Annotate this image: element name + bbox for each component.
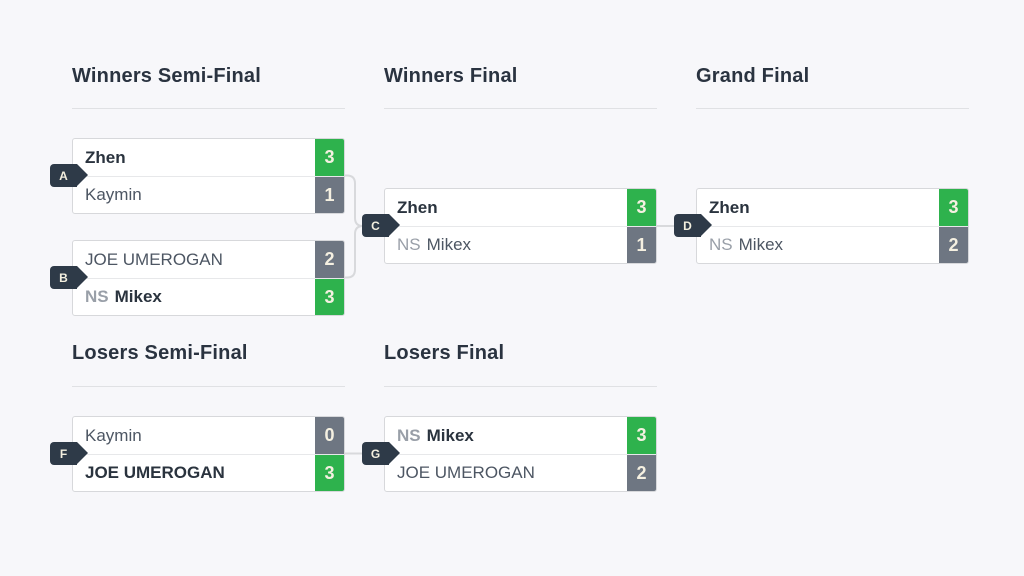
score-badge: 2	[315, 241, 344, 278]
match-c[interactable]: C Zhen 3 NS Mikex 1	[362, 188, 657, 264]
player-name-cell: Zhen	[697, 189, 939, 226]
player-name: JOE UMEROGAN	[397, 463, 535, 482]
score-badge: 3	[315, 279, 344, 315]
match-label: A	[59, 168, 68, 183]
heading-divider	[384, 386, 657, 387]
score-badge: 2	[939, 227, 968, 263]
team-prefix: NS	[709, 235, 733, 254]
player-name-cell: JOE UMEROGAN	[73, 241, 315, 278]
player-name: Kaymin	[85, 185, 142, 204]
round-title-grand-final: Grand Final	[696, 65, 810, 87]
match-b[interactable]: B JOE UMEROGAN 2 NS Mikex 3	[50, 240, 345, 316]
heading-divider	[72, 108, 345, 109]
match-label: F	[59, 446, 68, 461]
player-name-cell: Zhen	[385, 189, 627, 226]
player-name-cell: Zhen	[73, 139, 315, 176]
score-badge: 1	[627, 227, 656, 263]
match-label-tag: F	[50, 442, 88, 465]
player-name: Zhen	[85, 147, 126, 167]
score-badge: 3	[939, 189, 968, 226]
score-badge: 1	[315, 177, 344, 213]
round-title-losers-final: Losers Final	[384, 342, 505, 364]
player-row[interactable]: JOE UMEROGAN 2	[73, 241, 344, 278]
score-badge: 3	[315, 455, 344, 491]
match-d[interactable]: D Zhen 3 NS Mikex 2	[674, 188, 969, 264]
player-row[interactable]: Zhen 3	[385, 189, 656, 226]
match-label-tag: B	[50, 266, 88, 289]
round-title-winners-semi-final: Winners Semi-Final	[72, 65, 262, 87]
player-name-cell: NS Mikex	[73, 279, 315, 315]
match-card[interactable]: Kaymin 0 JOE UMEROGAN 3	[72, 416, 345, 492]
match-card[interactable]: Zhen 3 NS Mikex 1	[384, 188, 657, 264]
player-row[interactable]: Kaymin 0	[73, 417, 344, 454]
player-name: Mikex	[426, 425, 474, 445]
score-badge: 2	[627, 455, 656, 491]
score-badge: 0	[315, 417, 344, 454]
player-row[interactable]: JOE UMEROGAN 2	[385, 454, 656, 491]
team-prefix: NS	[397, 235, 421, 254]
match-a[interactable]: A Zhen 3 Kaymin 1	[50, 138, 345, 214]
match-label: G	[370, 446, 381, 461]
match-card[interactable]: Zhen 3 Kaymin 1	[72, 138, 345, 214]
match-card[interactable]: JOE UMEROGAN 2 NS Mikex 3	[72, 240, 345, 316]
score-badge: 3	[627, 189, 656, 226]
match-f[interactable]: F Kaymin 0 JOE UMEROGAN 3	[50, 416, 345, 492]
team-prefix: NS	[397, 425, 421, 445]
player-name: Mikex	[114, 287, 162, 306]
round-title-winners-final: Winners Final	[384, 65, 518, 87]
player-row[interactable]: Zhen 3	[697, 189, 968, 226]
match-label-tag: C	[362, 214, 400, 237]
player-name: JOE UMEROGAN	[85, 249, 223, 269]
player-row[interactable]: NS Mikex 3	[73, 278, 344, 315]
player-row[interactable]: Kaymin 1	[73, 176, 344, 213]
team-prefix: NS	[85, 287, 109, 306]
player-name: Zhen	[397, 197, 438, 217]
player-row[interactable]: JOE UMEROGAN 3	[73, 454, 344, 491]
player-name: Mikex	[738, 235, 784, 254]
score-badge: 3	[315, 139, 344, 176]
match-label: D	[683, 218, 692, 233]
match-label-tag: A	[50, 164, 88, 187]
player-name: JOE UMEROGAN	[85, 463, 225, 482]
player-name-cell: JOE UMEROGAN	[73, 455, 315, 491]
player-row[interactable]: Zhen 3	[73, 139, 344, 176]
heading-divider	[72, 386, 345, 387]
match-label-tag: G	[362, 442, 400, 465]
player-name: Mikex	[426, 235, 472, 254]
player-name: Kaymin	[85, 425, 142, 445]
round-title-losers-semi-final: Losers Semi-Final	[72, 342, 248, 364]
match-label: B	[59, 270, 68, 285]
heading-divider	[696, 108, 969, 109]
player-name-cell: NS Mikex	[697, 227, 939, 263]
player-name-cell: Kaymin	[73, 177, 315, 213]
player-row[interactable]: NS Mikex 2	[697, 226, 968, 263]
player-name-cell: JOE UMEROGAN	[385, 455, 627, 491]
player-row[interactable]: NS Mikex 1	[385, 226, 656, 263]
match-card[interactable]: Zhen 3 NS Mikex 2	[696, 188, 969, 264]
match-label: C	[371, 218, 380, 233]
match-label-tag: D	[674, 214, 712, 237]
player-name-cell: Kaymin	[73, 417, 315, 454]
player-name-cell: NS Mikex	[385, 227, 627, 263]
player-name: Zhen	[709, 197, 750, 217]
heading-divider	[384, 108, 657, 109]
score-badge: 3	[627, 417, 656, 454]
